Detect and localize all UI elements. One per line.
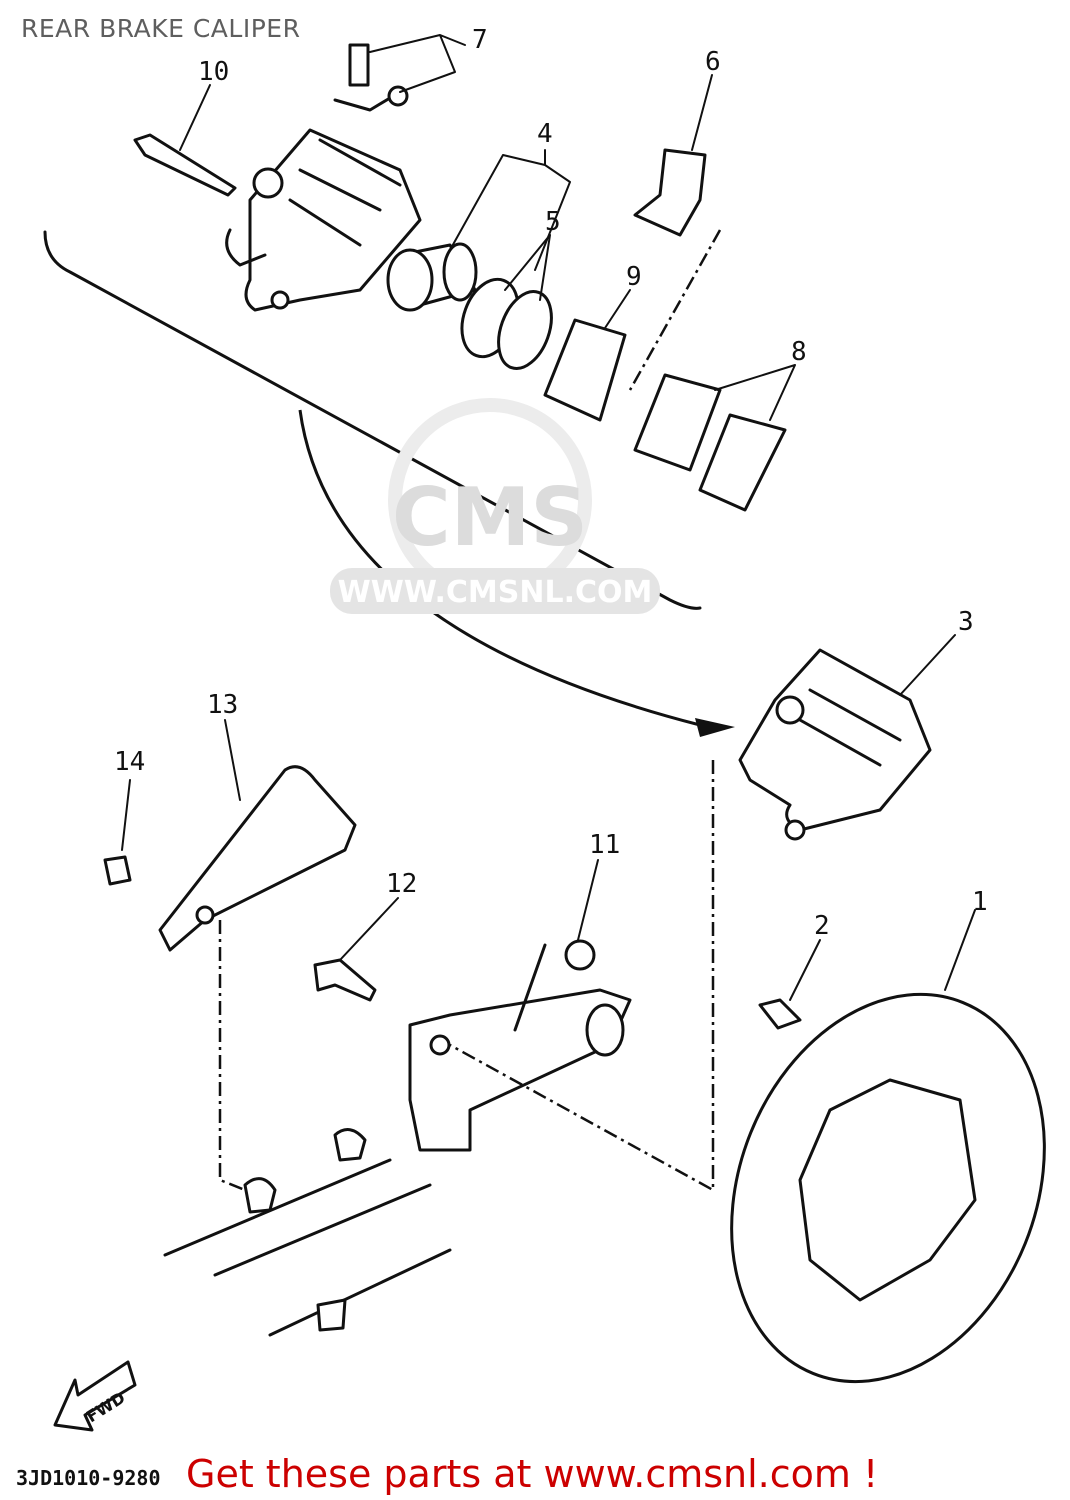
- leader-lines: [121, 34, 976, 1001]
- watermark-logo: CMS: [392, 471, 588, 564]
- callout-1: 1: [972, 887, 988, 917]
- pin-bolt: [133, 133, 237, 197]
- caliper-body-top: [225, 128, 422, 312]
- assembly-arrow-line: [298, 409, 701, 727]
- caliper-assembly: [738, 648, 932, 841]
- diagram-code: 3JD1010-9280: [16, 1466, 161, 1490]
- piston: [386, 242, 478, 312]
- fwd-arrow: FWD: [53, 1360, 137, 1432]
- callout-3: 3: [958, 607, 974, 637]
- assembly-line: [449, 760, 715, 1193]
- brake-pad-2: [698, 413, 787, 512]
- bolt-2: [758, 998, 802, 1030]
- callout-12: 12: [386, 869, 417, 899]
- bolt-12: [313, 958, 377, 1002]
- frame-lines: [163, 1158, 452, 1337]
- dust-seal: [497, 290, 553, 370]
- callout-10: 10: [198, 57, 229, 87]
- callout-5: 5: [545, 207, 561, 237]
- exploded-outline: [43, 230, 702, 610]
- promo-link[interactable]: Get these parts at www.cmsnl.com !: [186, 1452, 879, 1496]
- callout-11: 11: [589, 830, 620, 860]
- pad-spring: [633, 148, 707, 237]
- callout-8: 8: [791, 337, 807, 367]
- bleed-screw: [333, 43, 409, 112]
- page-title: REAR BRAKE CALIPER: [21, 14, 301, 43]
- callout-7: 7: [472, 25, 488, 55]
- callout-14: 14: [114, 747, 145, 777]
- assembly-line: [628, 229, 722, 391]
- assembly-arrowhead: [695, 718, 735, 737]
- torque-bracket: [408, 939, 632, 1152]
- brake-pad-1: [633, 373, 722, 472]
- brake-disc: [730, 992, 1046, 1384]
- callout-13: 13: [207, 690, 238, 720]
- callout-6: 6: [705, 47, 721, 77]
- assembly-line: [218, 920, 246, 1192]
- pad-shim: [543, 318, 627, 422]
- caliper-bracket: [158, 765, 357, 952]
- bolt-14: [103, 855, 132, 886]
- watermark: CMS WWW.CMSNL.COM: [330, 398, 660, 614]
- callout-2: 2: [814, 911, 830, 941]
- watermark-url: WWW.CMSNL.COM: [338, 575, 653, 610]
- callout-4: 4: [537, 119, 553, 149]
- callout-9: 9: [626, 262, 642, 292]
